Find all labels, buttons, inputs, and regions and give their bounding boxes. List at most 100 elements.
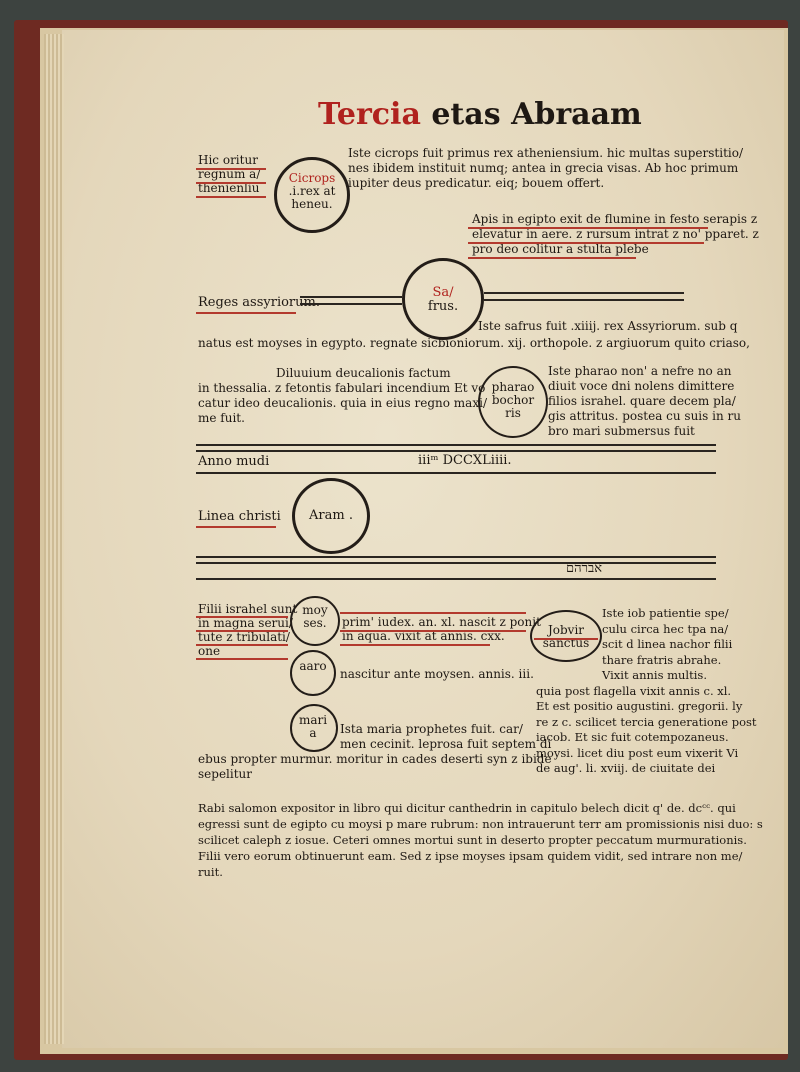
circle-job — [530, 610, 602, 662]
circle-line: heneu. — [291, 197, 333, 212]
text-line: ruit. — [198, 865, 223, 879]
text-line: pro deo colitur a stulta plebe — [472, 242, 649, 256]
rule — [196, 556, 716, 558]
text-line: filios israhel. quare decem pla/ — [548, 394, 736, 408]
text-line: iupiter deus predicatur. eiq; bouem offe… — [348, 176, 605, 190]
text-line: egressi sunt de egipto cu moysi p mare r… — [198, 817, 763, 831]
circle-line: pharao — [491, 380, 535, 394]
text-line: re z c. scilicet tercia generatione post — [536, 714, 757, 729]
text-line: Iste iob patientie spe/ — [602, 606, 729, 620]
text-line: scit d linea nachor filii — [602, 637, 733, 651]
double-rule-bottom — [484, 299, 684, 301]
margin-note-athens: Hic oritur regnum a/ thenienliu — [198, 153, 260, 195]
text-line: culu circa hec tpa na/ — [602, 621, 729, 636]
circle-maria — [290, 704, 338, 752]
rule — [340, 630, 526, 632]
circle-safrus-label: Sa/ frus. — [412, 285, 474, 315]
circle-line: Sa/ — [432, 285, 454, 300]
text-line: one — [198, 644, 221, 658]
rule — [468, 257, 636, 259]
text-line: in thessalia. z fetontis fabulari incend… — [198, 381, 486, 395]
reges-label: Reges assyriorum. — [198, 295, 320, 310]
text-line: iacob. Et sic fuit cotempozaneus. — [536, 730, 729, 744]
circle-aaron — [290, 650, 336, 696]
rule — [196, 168, 266, 170]
text-line: elevatur in aere. z rursum intrat z no' … — [472, 227, 759, 241]
text-line: Rabi salomon expositor in libro qui dici… — [198, 801, 736, 815]
double-rule-bottom — [300, 303, 402, 305]
rule — [468, 242, 704, 244]
text-moyses: prim' iudex. an. xl. nascit z ponit in a… — [342, 615, 541, 643]
text-line: prim' iudex. an. xl. nascit z ponit — [342, 615, 541, 629]
circle-line: bochor — [491, 393, 535, 408]
circle-aaron-label: aaro — [299, 659, 327, 673]
text-line: Filii israhel sunt — [198, 602, 298, 616]
text-line: scilicet caleph z iosue. Ceteri omnes mo… — [198, 833, 747, 847]
circle-line: .i.rex at — [288, 184, 336, 199]
circle-aram — [292, 478, 370, 554]
circle-line: ris — [505, 406, 521, 421]
paragraph-rabi-salomon: Rabi salomon expositor in libro qui dici… — [198, 800, 763, 880]
text-line: sepelitur — [198, 767, 253, 781]
circle-cicrops — [274, 157, 350, 233]
title-word-1: Tercia — [318, 97, 421, 132]
text-line: Vixit annis multis. — [602, 668, 707, 682]
double-rule-top — [484, 292, 684, 294]
rule — [534, 638, 598, 640]
circle-line: moy — [302, 603, 328, 617]
rule — [196, 526, 276, 528]
text-line: Filii vero eorum obtinuerunt eam. Sed z … — [198, 849, 743, 863]
rule — [340, 612, 526, 614]
circle-line: Jobvir — [547, 623, 585, 637]
text-line: quia post flagella vixit annis c. xl. — [536, 683, 732, 698]
page-title: Tercia etas Abraam — [318, 100, 642, 130]
text-line: in magna serui/ — [198, 616, 293, 630]
text-line: me fuit. — [198, 411, 245, 425]
text-line: tute z tribulati/ — [198, 630, 290, 644]
text-line: bro mari submersus fuit — [548, 424, 695, 438]
text-line: Iste pharao non' a nefre no an — [548, 364, 732, 378]
text-line: Ista maria prophetes fuit. car/ — [340, 722, 523, 736]
text-pharao: Iste pharao non' a nefre no an diuit voc… — [548, 364, 741, 439]
double-rule-top — [300, 296, 402, 298]
text-safrus-1: Iste safrus fuit .xiiij. rex Assyriorum.… — [478, 319, 738, 333]
circle-moyses-label: moy ses. — [292, 603, 338, 630]
text-job: Iste iob patientie spe/ culu circa hec t… — [536, 606, 757, 777]
rule — [196, 578, 716, 580]
circle-safrus — [402, 258, 484, 340]
text-line: Iste cicrops fuit primus rex atheniensiu… — [348, 146, 744, 160]
text-line: men cecinit. leprosa fuit septem di — [340, 737, 552, 751]
rule — [196, 182, 266, 184]
rule — [196, 616, 288, 618]
anno-mundi-value: iiiᵐ DCCXLiiii. — [418, 453, 512, 468]
page — [62, 30, 784, 1048]
title-word-3: Abraam — [511, 97, 642, 132]
text-diluvium: Diluuium deucalionis factum in thessalia… — [198, 366, 487, 426]
circle-aram-label: Aram . — [309, 508, 353, 523]
circle-pharao — [478, 366, 548, 438]
page-leaves — [44, 34, 64, 1044]
text-safrus-2: natus est moyses in egypto. regnate sicb… — [198, 336, 750, 350]
title-word-2: etas — [431, 97, 501, 132]
circle-line: frus. — [427, 299, 459, 315]
circle-maria-label: mari a — [292, 713, 334, 741]
text-line: in aqua. vixit at annis. cxx. — [342, 629, 505, 643]
rule — [196, 644, 288, 646]
rule — [196, 444, 716, 446]
rule — [196, 450, 716, 452]
rule — [196, 658, 288, 660]
hebrew-label: אברהם — [566, 561, 603, 576]
circle-line: mari — [298, 713, 328, 727]
text-line: de aug'. li. xviij. de ciuitate dei — [536, 761, 716, 775]
text-line: thare fratris abrahe. — [602, 652, 722, 667]
text-line: Et est positio augustini. gregorii. ly — [536, 699, 743, 713]
text-apis: Apis in egipto exit de flumine in festo … — [472, 212, 759, 257]
text-line: Diluuium deucalionis factum — [276, 366, 451, 380]
text-line: catur ideo deucalionis. quia in eius reg… — [198, 396, 487, 410]
circle-line: a — [309, 726, 317, 741]
anno-mundi-label: Anno mudi — [198, 454, 270, 469]
text-cicrops: Iste cicrops fuit primus rex atheniensiu… — [348, 146, 743, 191]
text-line: diuit voce dni nolens dimittere — [548, 379, 735, 393]
circle-line: Cicrops — [288, 171, 336, 185]
text-line: moysi. licet diu post eum vixerit Vi — [536, 745, 739, 760]
